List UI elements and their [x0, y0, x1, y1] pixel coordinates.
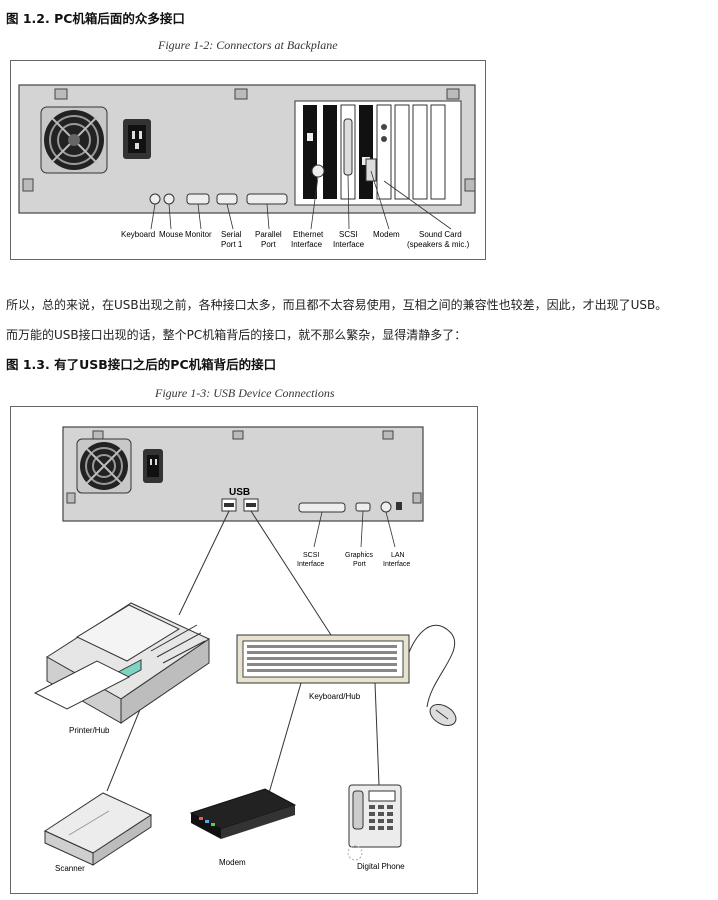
label-mouse: Mouse	[159, 230, 184, 239]
label-modem: Modem	[219, 858, 246, 867]
paragraph-2: 而万能的USB接口出现的话，整个PC机箱背后的接口，就不那么繁杂，显得清静多了：	[6, 328, 467, 342]
mouse-icon	[429, 704, 457, 726]
serial-port	[216, 193, 238, 205]
mount-tab	[54, 88, 68, 100]
leader-lines	[150, 170, 452, 230]
scanner-icon	[43, 792, 153, 866]
usb-cables	[106, 510, 456, 794]
label-lan-2: Interface	[383, 561, 410, 568]
mount-tab	[446, 88, 460, 100]
figure-1-2-heading: 图 1.2. PC机箱后面的众多接口	[6, 11, 185, 26]
figure-1-3-frame: USB SCSI Interface Graphics Port LAN Int…	[10, 406, 478, 894]
label-scsi-1: SCSI	[303, 552, 319, 559]
label-parallel-2: Port	[261, 240, 276, 249]
graphics-port	[355, 502, 371, 512]
parallel-port	[246, 193, 288, 205]
label-modem: Modem	[373, 230, 400, 239]
expansion-slots	[294, 100, 462, 206]
label-serial-2: Port 1	[221, 240, 243, 249]
mouse-port	[163, 193, 175, 205]
lan-port	[380, 501, 392, 513]
label-printer: Printer/Hub	[69, 726, 110, 735]
printer-icon	[33, 602, 211, 724]
fan-grille	[76, 438, 132, 494]
figure-1-3-heading: 图 1.3. 有了USB接口之后的PC机箱背后的接口	[6, 357, 277, 372]
label-parallel-1: Parallel	[255, 230, 282, 239]
fan-grille	[40, 106, 108, 174]
mount-tab	[22, 178, 34, 192]
figure-1-2-caption: Figure 1-2: Connectors at Backplane	[158, 38, 338, 52]
mount-tab	[234, 88, 248, 100]
label-ethernet-2: Interface	[291, 240, 323, 249]
scsi-port	[298, 502, 346, 513]
label-ethernet-1: Ethernet	[293, 230, 324, 239]
label-lan-1: LAN	[391, 552, 405, 559]
power-connector	[143, 449, 163, 483]
label-scsi-2: Interface	[297, 561, 324, 568]
label-graphics-1: Graphics	[345, 552, 374, 559]
label-serial-1: Serial	[221, 230, 242, 239]
label-sound-2: (speakers & mic.)	[407, 240, 470, 249]
label-usb: USB	[229, 487, 250, 498]
label-scanner: Scanner	[55, 864, 85, 873]
label-keyboard: Keyboard	[121, 230, 155, 239]
label-scsi-1: SCSI	[339, 230, 358, 239]
backplane-diagram: Keyboard Mouse Monitor Serial Port 1 Par…	[18, 84, 476, 249]
keyboard-icon	[236, 634, 410, 684]
label-monitor: Monitor	[185, 230, 212, 239]
figure-1-3-caption: Figure 1-3: USB Device Connections	[155, 386, 335, 400]
label-sound-1: Sound Card	[419, 230, 462, 239]
phone-icon	[347, 784, 402, 861]
power-connector	[123, 119, 151, 159]
monitor-port	[186, 193, 210, 205]
label-scsi-2: Interface	[333, 240, 365, 249]
keyboard-port	[149, 193, 161, 205]
label-phone: Digital Phone	[357, 862, 405, 871]
usb-connections-diagram: USB SCSI Interface Graphics Port LAN Int…	[33, 426, 457, 873]
modem-icon	[189, 788, 297, 839]
figure-1-2-frame: Keyboard Mouse Monitor Serial Port 1 Par…	[10, 60, 486, 260]
label-graphics-2: Port	[353, 561, 366, 568]
label-keyboard: Keyboard/Hub	[309, 692, 361, 701]
paragraph-1: 所以，总的来说，在USB出现之前，各种接口太多，而且都不太容易使用，互相之间的兼…	[6, 298, 668, 312]
mount-tab	[464, 178, 476, 192]
lan-jack	[396, 502, 402, 510]
